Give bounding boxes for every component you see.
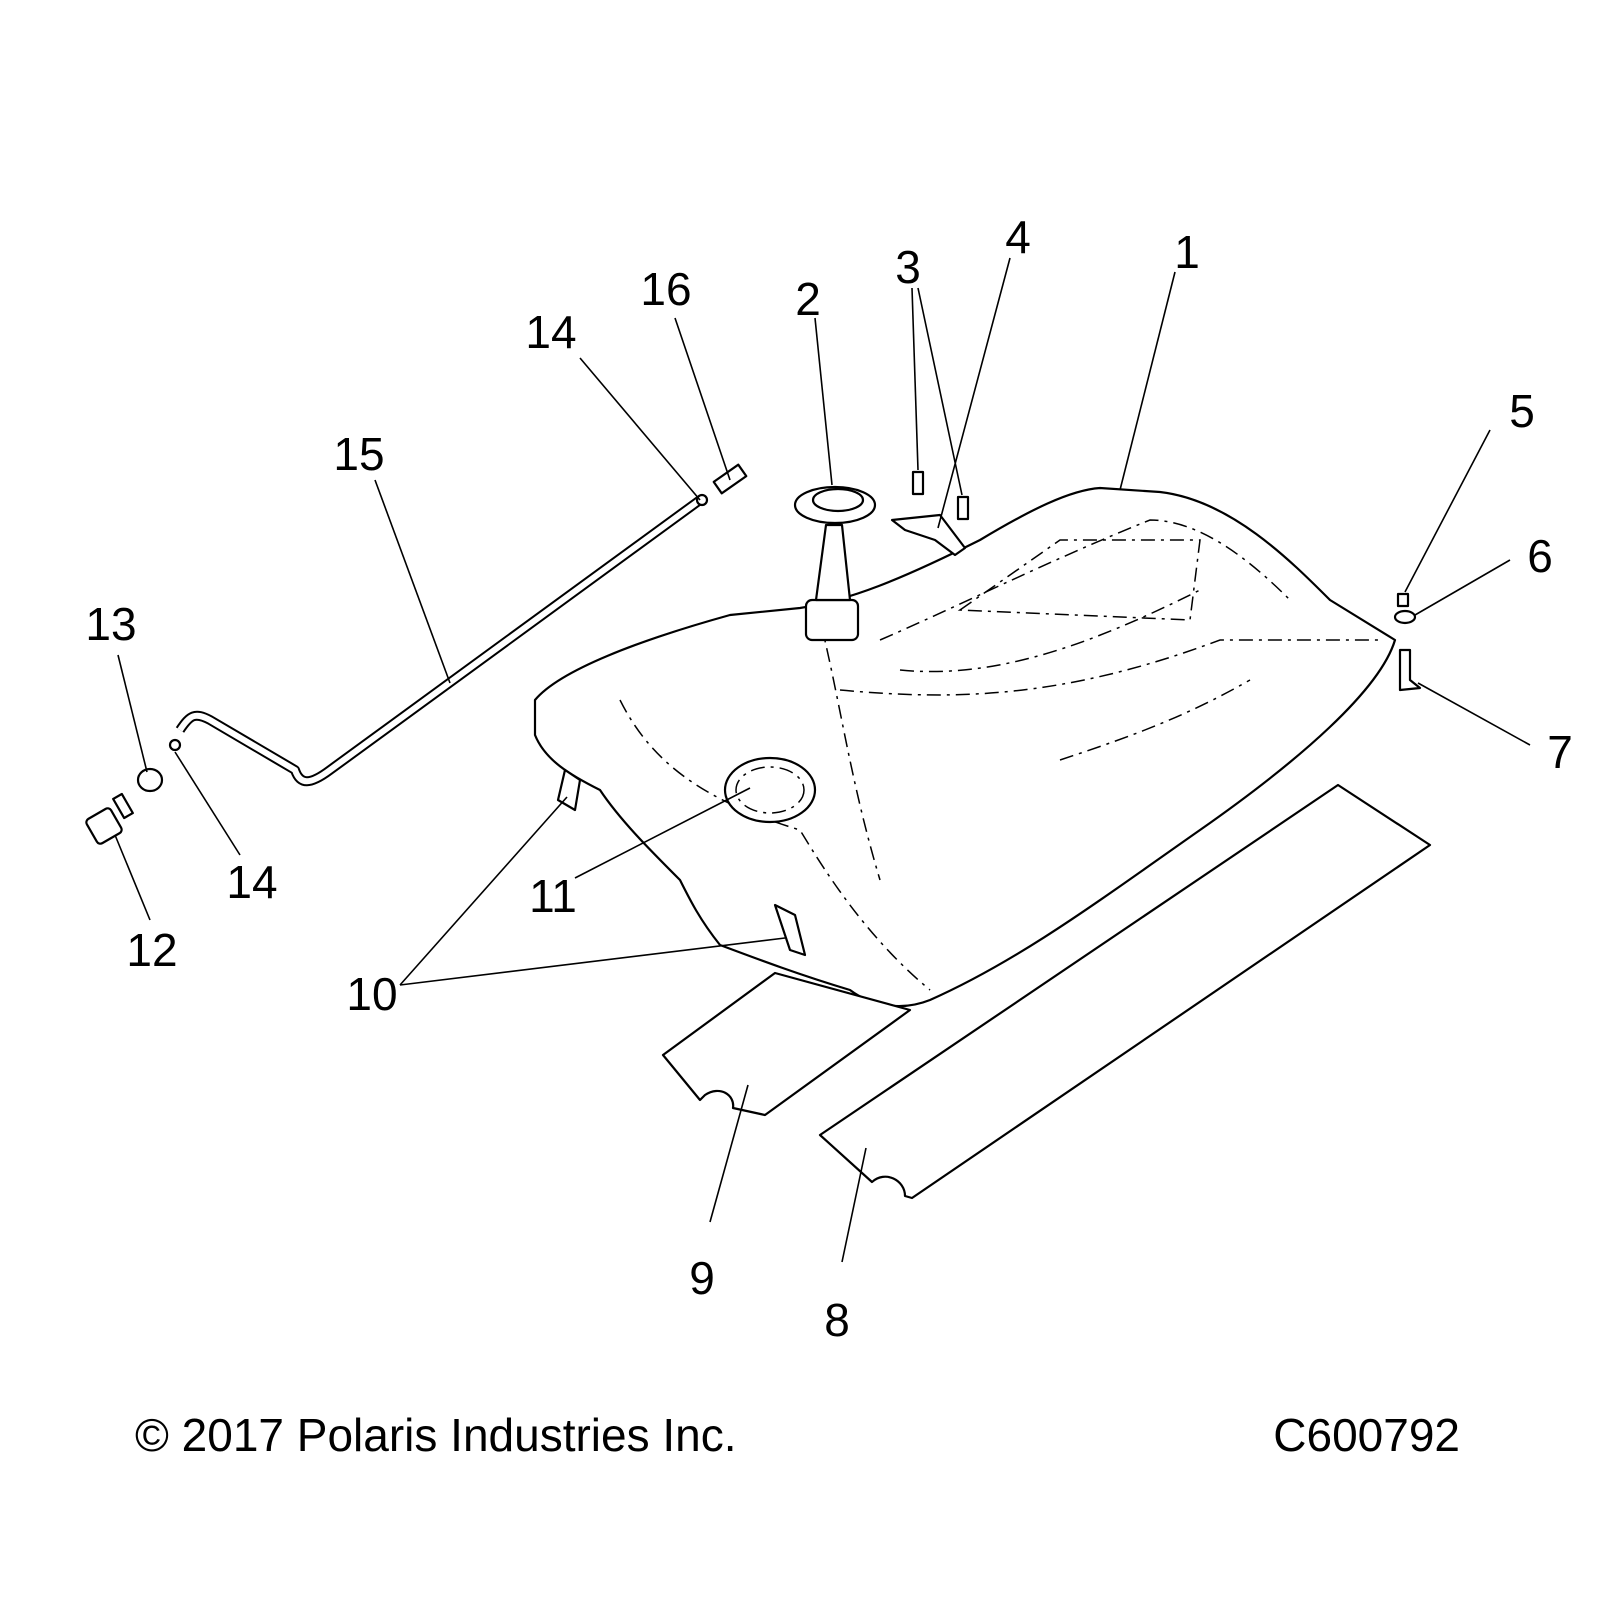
callout-13: 13 [85,598,136,650]
callout-15: 15 [333,428,384,480]
tank-pads [661,783,1432,1200]
callout-12: 12 [126,924,177,976]
callout-10: 10 [346,968,397,1020]
callout-2: 2 [795,273,821,325]
drawing-number: C600792 [1273,1409,1460,1461]
callout-16: 16 [640,263,691,315]
callout-1: 1 [1174,226,1200,278]
fuel-tank [533,486,1397,1008]
copyright-notice: © 2017 Polaris Industries Inc. [135,1409,737,1461]
callout-labels: 1 2 3 4 5 6 7 8 9 10 11 12 13 14 14 15 1… [85,211,1572,1346]
mounting-hardware [1393,592,1422,692]
callout-14-upper: 14 [525,306,576,358]
callout-4: 4 [1005,211,1031,263]
callout-9: 9 [689,1252,715,1304]
callout-5: 5 [1509,385,1535,437]
callout-14-lower: 14 [226,856,277,908]
callout-7: 7 [1547,726,1573,778]
fuel-cap [793,485,877,642]
callout-8: 8 [824,1294,850,1346]
bracket-and-screws [890,470,970,557]
callout-11: 11 [529,870,577,922]
callout-6: 6 [1527,530,1553,582]
leader-lines [114,257,1531,1263]
vent-hose-assembly [85,463,748,845]
callout-3: 3 [895,241,921,293]
